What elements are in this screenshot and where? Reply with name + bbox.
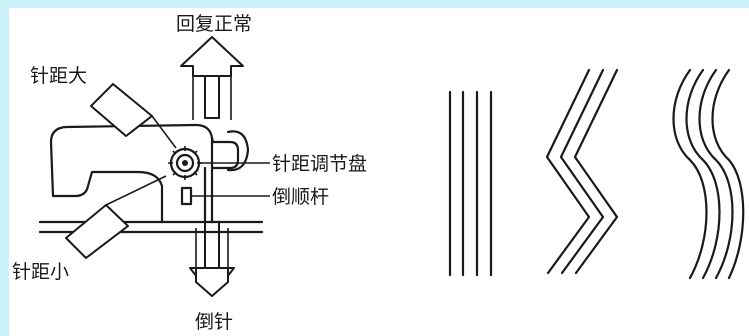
sewing-machine-body (38, 123, 264, 234)
stitch-pattern-straight (448, 90, 493, 277)
stitch-dial-icon (168, 146, 202, 180)
stitch-pattern-wavy (672, 68, 745, 280)
label-stitch-long: 针距大 (30, 65, 87, 87)
label-stitch-short: 针距小 (12, 261, 69, 283)
label-reverse-lever: 倒顺杆 (272, 186, 329, 208)
up-arrow-icon (180, 36, 244, 120)
diagram-panel: 回复正常 针距大 针距调节盘 倒顺杆 针距小 倒针 (9, 8, 749, 336)
label-stitch-dial: 针距调节盘 (272, 153, 367, 175)
stitch-short-pointer (65, 175, 167, 259)
reverse-lever (180, 186, 193, 206)
stitch-long-pointer (90, 83, 177, 149)
stitch-pattern-zigzag (545, 68, 619, 275)
label-restore-normal: 回复正常 (176, 13, 252, 35)
down-arrow-icon (189, 221, 235, 297)
sewing-machine-diagram: 回复正常 针距大 针距调节盘 倒顺杆 针距小 倒针 (12, 13, 745, 333)
label-reverse-stitch: 倒针 (195, 311, 233, 333)
